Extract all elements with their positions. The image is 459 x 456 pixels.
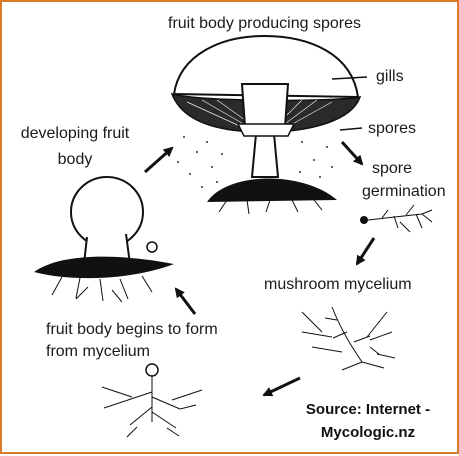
- label-spores: spores: [368, 119, 416, 139]
- arrow-to-germination: [342, 142, 362, 164]
- mature-mushroom: [172, 36, 360, 214]
- soil-developing: [34, 257, 174, 278]
- label-begins-2: from mycelium: [46, 342, 150, 362]
- label-fruit-body: fruit body producing spores: [168, 14, 361, 34]
- hyphal-knot: [146, 364, 158, 376]
- label-begins-1: fruit body begins to form: [46, 320, 218, 340]
- source-line-2: Mycologic.nz: [288, 423, 448, 443]
- label-spore: spore: [372, 159, 412, 179]
- label-germination: germination: [362, 182, 446, 202]
- small-primordium: [147, 242, 157, 252]
- arrow-to-mature: [145, 148, 172, 172]
- developing-fruit-body: [34, 177, 174, 302]
- label-gills: gills: [376, 67, 404, 87]
- spore-dot: [360, 216, 368, 224]
- germinating-spore: [360, 205, 432, 232]
- label-developing-2: body: [10, 150, 140, 170]
- mycelium-network: [302, 307, 395, 370]
- spores-leader: [340, 128, 362, 130]
- arrow-to-developing: [176, 289, 195, 314]
- label-developing-1: developing fruit: [10, 124, 140, 144]
- arrow-to-knot: [264, 378, 300, 395]
- arrow-to-mycelium: [357, 238, 374, 264]
- source-line-1: Source: Internet -: [288, 400, 448, 420]
- mycelium-with-knot: [102, 364, 202, 437]
- label-mycelium: mushroom mycelium: [264, 275, 412, 295]
- mushroom-ring: [238, 124, 294, 136]
- soil-mature: [207, 178, 337, 202]
